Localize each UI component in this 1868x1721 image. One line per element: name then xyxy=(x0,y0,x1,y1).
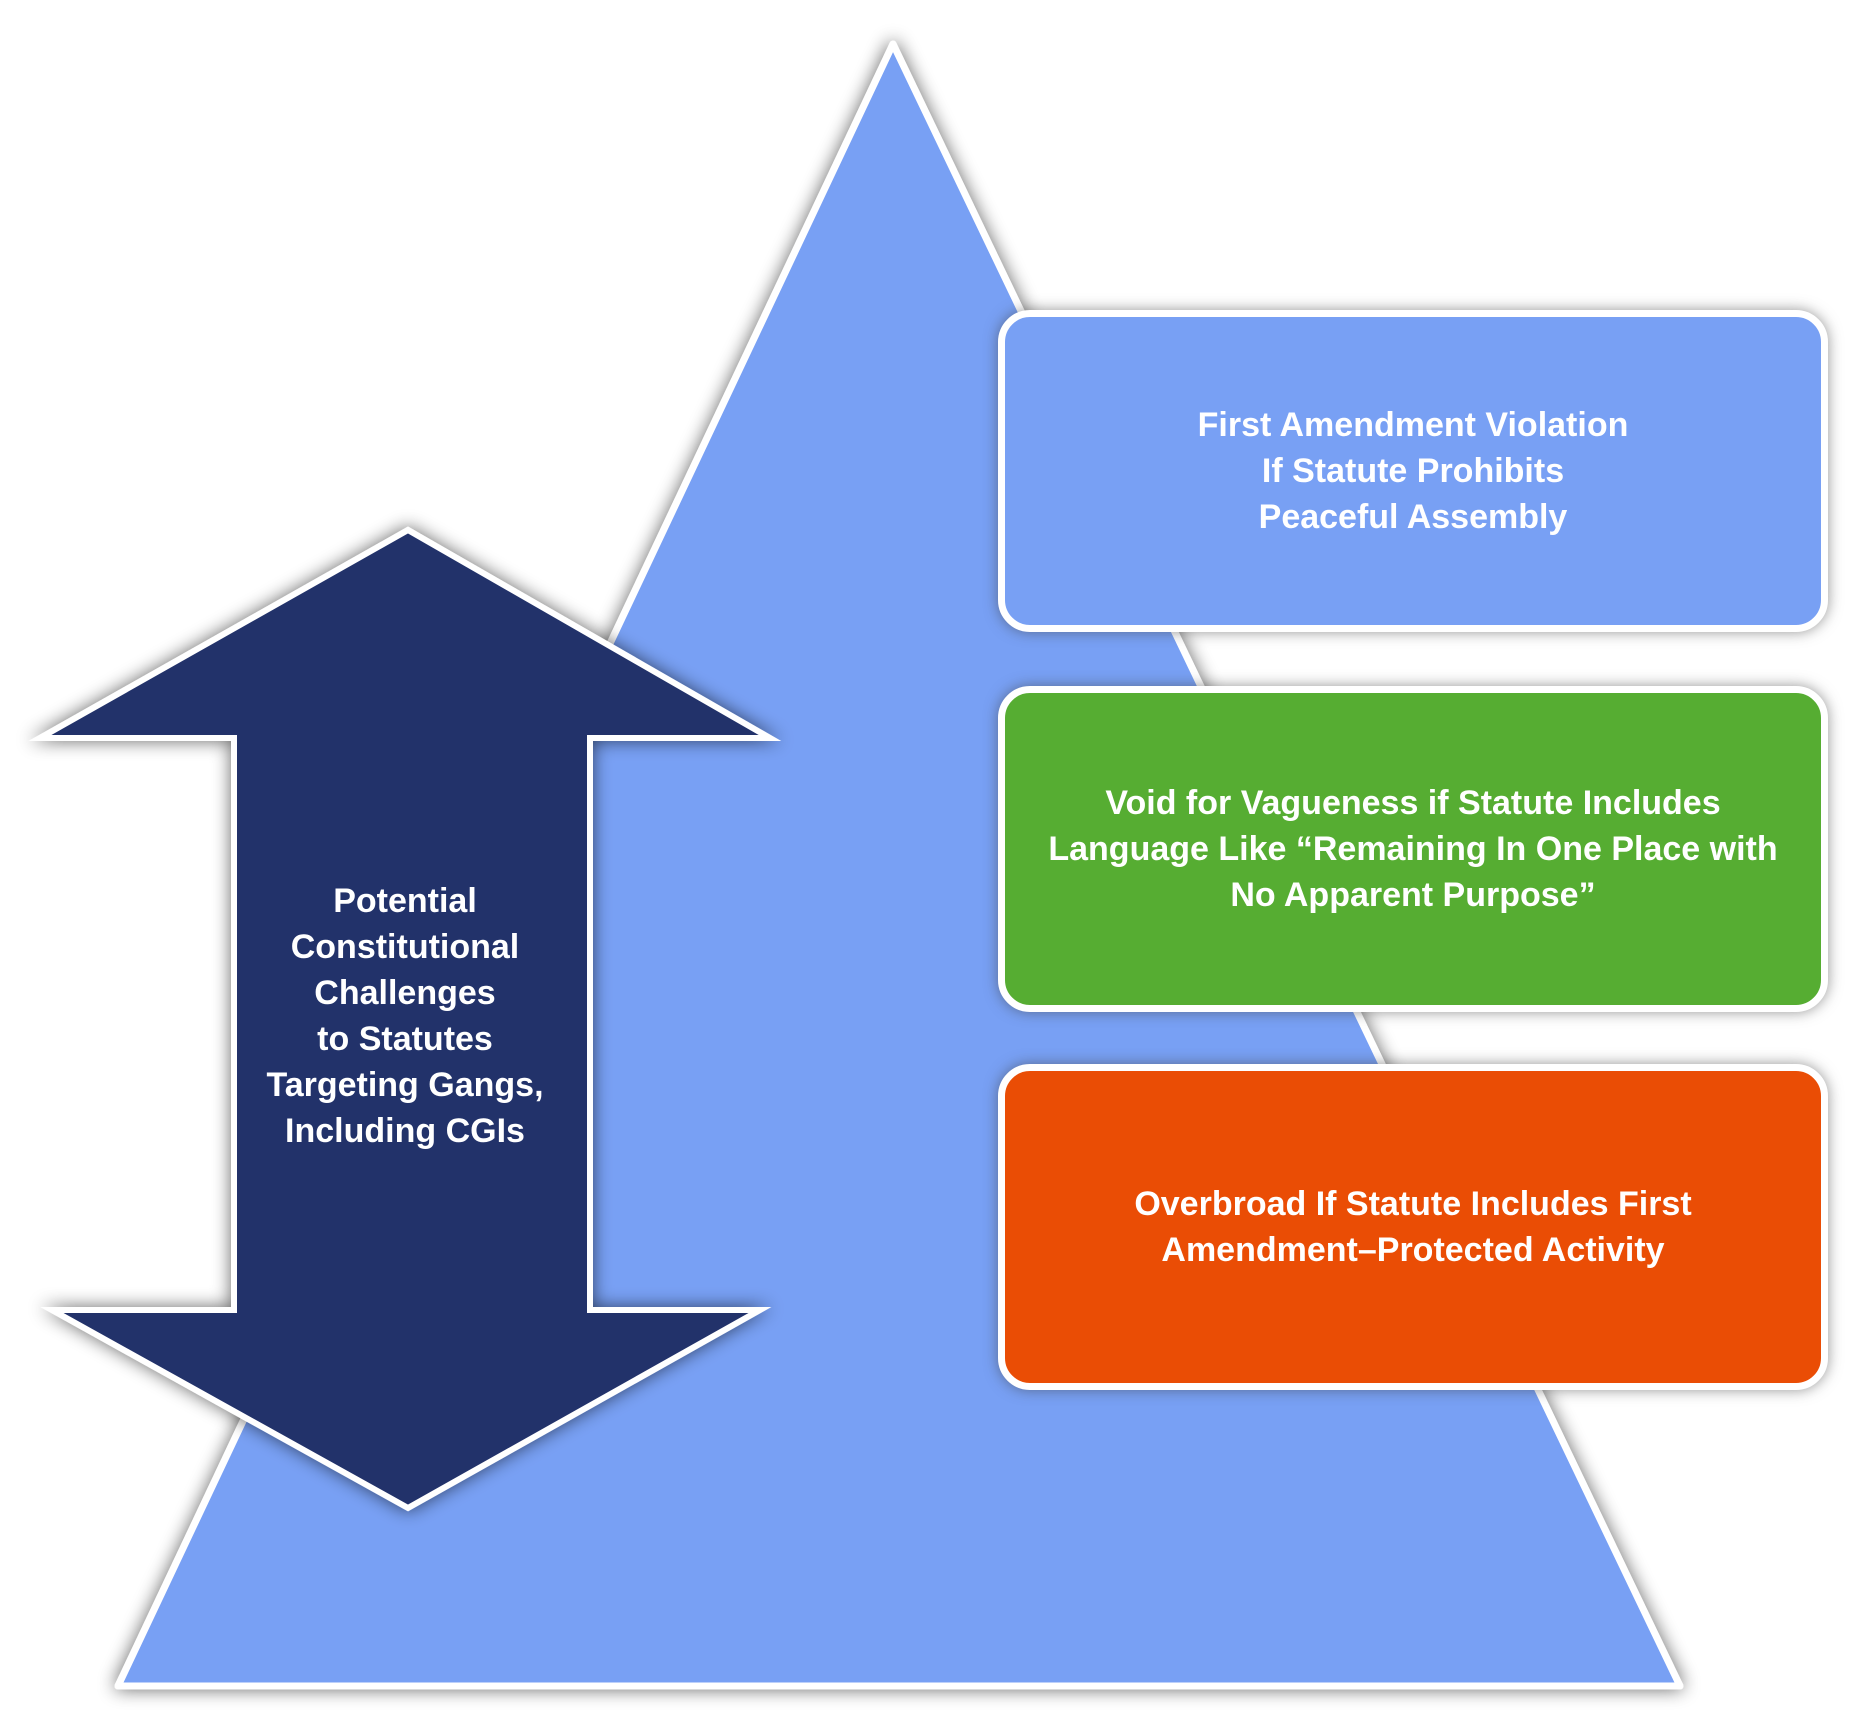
double-headed-arrow xyxy=(28,526,782,1512)
overbroad-text: Overbroad If Statute Includes First Amen… xyxy=(1134,1185,1692,1269)
void-for-vagueness-box: Void for Vagueness if Statute Includes L… xyxy=(998,686,1828,1012)
first-amendment-violation-text: First Amendment Violation If Statute Pro… xyxy=(1197,406,1629,536)
overbroad-box: Overbroad If Statute Includes First Amen… xyxy=(998,1064,1828,1390)
void-for-vagueness-text: Void for Vagueness if Statute Includes L… xyxy=(1048,784,1778,914)
arrow-label: Potential Constitutional Challenges to S… xyxy=(266,882,544,1150)
first-amendment-violation-box: First Amendment Violation If Statute Pro… xyxy=(998,310,1828,632)
